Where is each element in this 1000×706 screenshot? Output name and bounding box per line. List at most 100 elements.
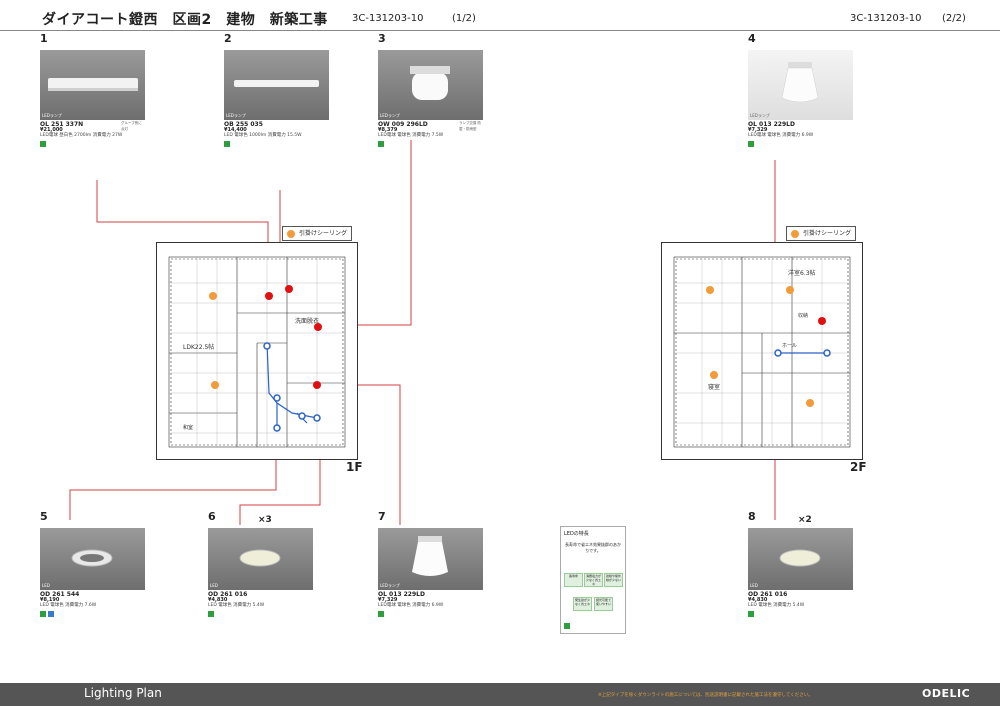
product-card-7: 7 LEDランプ OL 013 229LD ¥7,329 LED電球 電球色 消… [378,511,483,619]
led-feature: 消費電力が少なく省エネ [584,573,603,587]
room-label: 和室 [183,424,193,431]
eco-icon [748,140,754,147]
product-price: ¥8,190 [40,596,60,603]
eco-icon [564,623,570,629]
eco-icon [378,140,384,147]
legend-label: 引掛けシーリング [299,230,348,237]
footer-bar [0,683,1000,706]
product-category: LED [750,582,758,588]
product-category: LEDランプ [380,582,400,588]
product-card-6: 6 ×3 LED OD 261 016 ¥4,830 LED 電球色 消費電力 … [208,511,313,619]
downlight-icon [239,549,281,567]
led-feature-panel: LEDの特長 長寿命で省エネ効果抜群のあかりです。 長寿命 消費電力が少なく省エ… [560,526,626,634]
product-spec: LED電球 電球色 消費電力 6.9W [378,603,444,608]
ceiling-hook-icon [791,230,799,238]
product-spec: LED電球 昼白色 2700lm 消費電力 27W [40,133,123,138]
eco-icon [748,610,754,617]
product-price: ¥4,830 [748,596,768,603]
product-note: グループ別に点灯 [121,121,142,131]
footer-brand: Lighting Plan [84,686,162,700]
led-feature: 熱線や紫外線が少ない [604,573,623,587]
led-panel-title: LEDの特長 [564,531,589,537]
product-card-8: 8 ×2 LED OD 261 016 ¥4,830 LED 電球色 消費電力 … [748,511,853,619]
footer-note: ※上記タイプを除くダウンライトの施工については、別途説明書に記載された施工法を遵… [598,693,813,698]
product-model: OL 013 229LD [748,121,795,128]
product-number: 7 [378,510,386,523]
product-image: LEDランプ [378,50,483,120]
product-model: OL 251 337N [40,121,84,128]
ceiling-light-fixture [313,381,321,389]
floor-plan-2f: 洋室6.3帖 寝室 収納 ホール [661,242,863,460]
product-number: 8 [748,510,756,523]
product-model: OD 261 016 [748,591,788,598]
room-label: 洋室6.3帖 [788,269,816,277]
ceiling-light-fixture [314,323,322,331]
product-price: ¥7,329 [378,596,398,603]
ceiling-hook-icon [287,230,295,238]
product-quantity: ×3 [258,515,272,525]
floor-plan-1f: LDK22.5帖 洗面脱衣 和室 [156,242,358,460]
brand-logo: ODELIC [922,687,971,700]
room-label: 寝室 [708,383,720,391]
product-card-5: 5 LED OD 261 544 ¥8,190 LED 電球色 消費電力 7.6… [40,511,145,619]
downlight-fixture [774,349,782,357]
downlight-icon [71,549,113,567]
product-number: 5 [40,510,48,523]
ceiling-light-icon [781,62,819,103]
product-image: LEDランプ [224,50,329,120]
product-model: OD 261 016 [208,591,248,598]
document-number-2: 3C-131203-10 [850,13,922,24]
downlight-icon [779,549,821,567]
page-number-2: (2/2) [942,13,966,24]
led-feature: 長寿命 [564,573,583,587]
document-number-1: 3C-131203-10 [352,13,424,24]
downlight-fixture [313,414,321,422]
header-divider [0,30,1000,31]
product-spec: LED 電球色 1000lm 消費電力 15.5W [224,133,302,138]
product-spec: LED 電球色 消費電力 5.4W [208,603,265,608]
ceiling-bar-light-icon [48,78,138,91]
ceiling-light-fixture [265,292,273,300]
page-title: ダイアコート鐙西 区画2 建物 新築工事 [42,12,328,28]
floor-label-1f: 1F [346,460,363,474]
ceiling-hook-fixture [786,286,794,294]
led-panel-subtitle: 長寿命で省エネ効果抜群のあかりです。 [565,542,621,553]
ceiling-hook-fixture [211,381,219,389]
product-category: LED [42,582,50,588]
leader-line-6 [239,420,321,525]
product-spec: LED電球 電球色 消費電力 7.5W [378,133,444,138]
product-number: 2 [224,32,232,45]
product-number: 4 [748,32,756,45]
eco-icon [40,140,46,147]
downlight-fixture [273,394,281,402]
product-number: 1 [40,32,48,45]
product-model: OB 255 035 [224,121,263,128]
ceiling-hook-fixture [806,399,814,407]
product-category: LEDランプ [750,112,770,118]
product-image: LED [40,528,145,590]
floor-plan-1f-drawing: LDK22.5帖 洗面脱衣 和室 [168,256,346,448]
product-category: LED [210,582,218,588]
product-card-4: 4 LEDランプ OL 013 229LD ¥7,329 LED電球 電球色 消… [748,33,853,149]
ceiling-hook-fixture [710,371,718,379]
product-card-3: 3 LEDランプ OW 009 296LD ¥8,379 LED電球 電球色 消… [378,33,483,149]
product-card-1: 1 LEDランプ OL 251 337N ¥21,000 LED電球 昼白色 2… [40,33,145,149]
ceiling-light-fixture [818,317,826,325]
product-spec: LED 電球色 消費電力 7.6W [40,603,97,608]
legend-label: 引掛けシーリング [803,230,852,237]
room-label: 収納 [798,312,808,319]
product-spec: LED 電球色 消費電力 5.4W [748,603,805,608]
downlight-fixture [298,412,306,420]
product-quantity: ×2 [798,515,812,525]
product-price: ¥8,379 [378,126,398,133]
product-category: LEDランプ [42,112,62,118]
bar-light-icon [234,80,319,87]
product-spec: LED電球 電球色 消費電力 6.9W [748,133,814,138]
certification-icon [48,610,54,617]
product-image: LED [208,528,313,590]
downlight-fixture [273,424,281,432]
product-price: ¥4,830 [208,596,228,603]
porch-light-icon [410,66,450,100]
ceiling-light-icon [412,536,448,576]
product-price: ¥21,000 [40,126,63,133]
